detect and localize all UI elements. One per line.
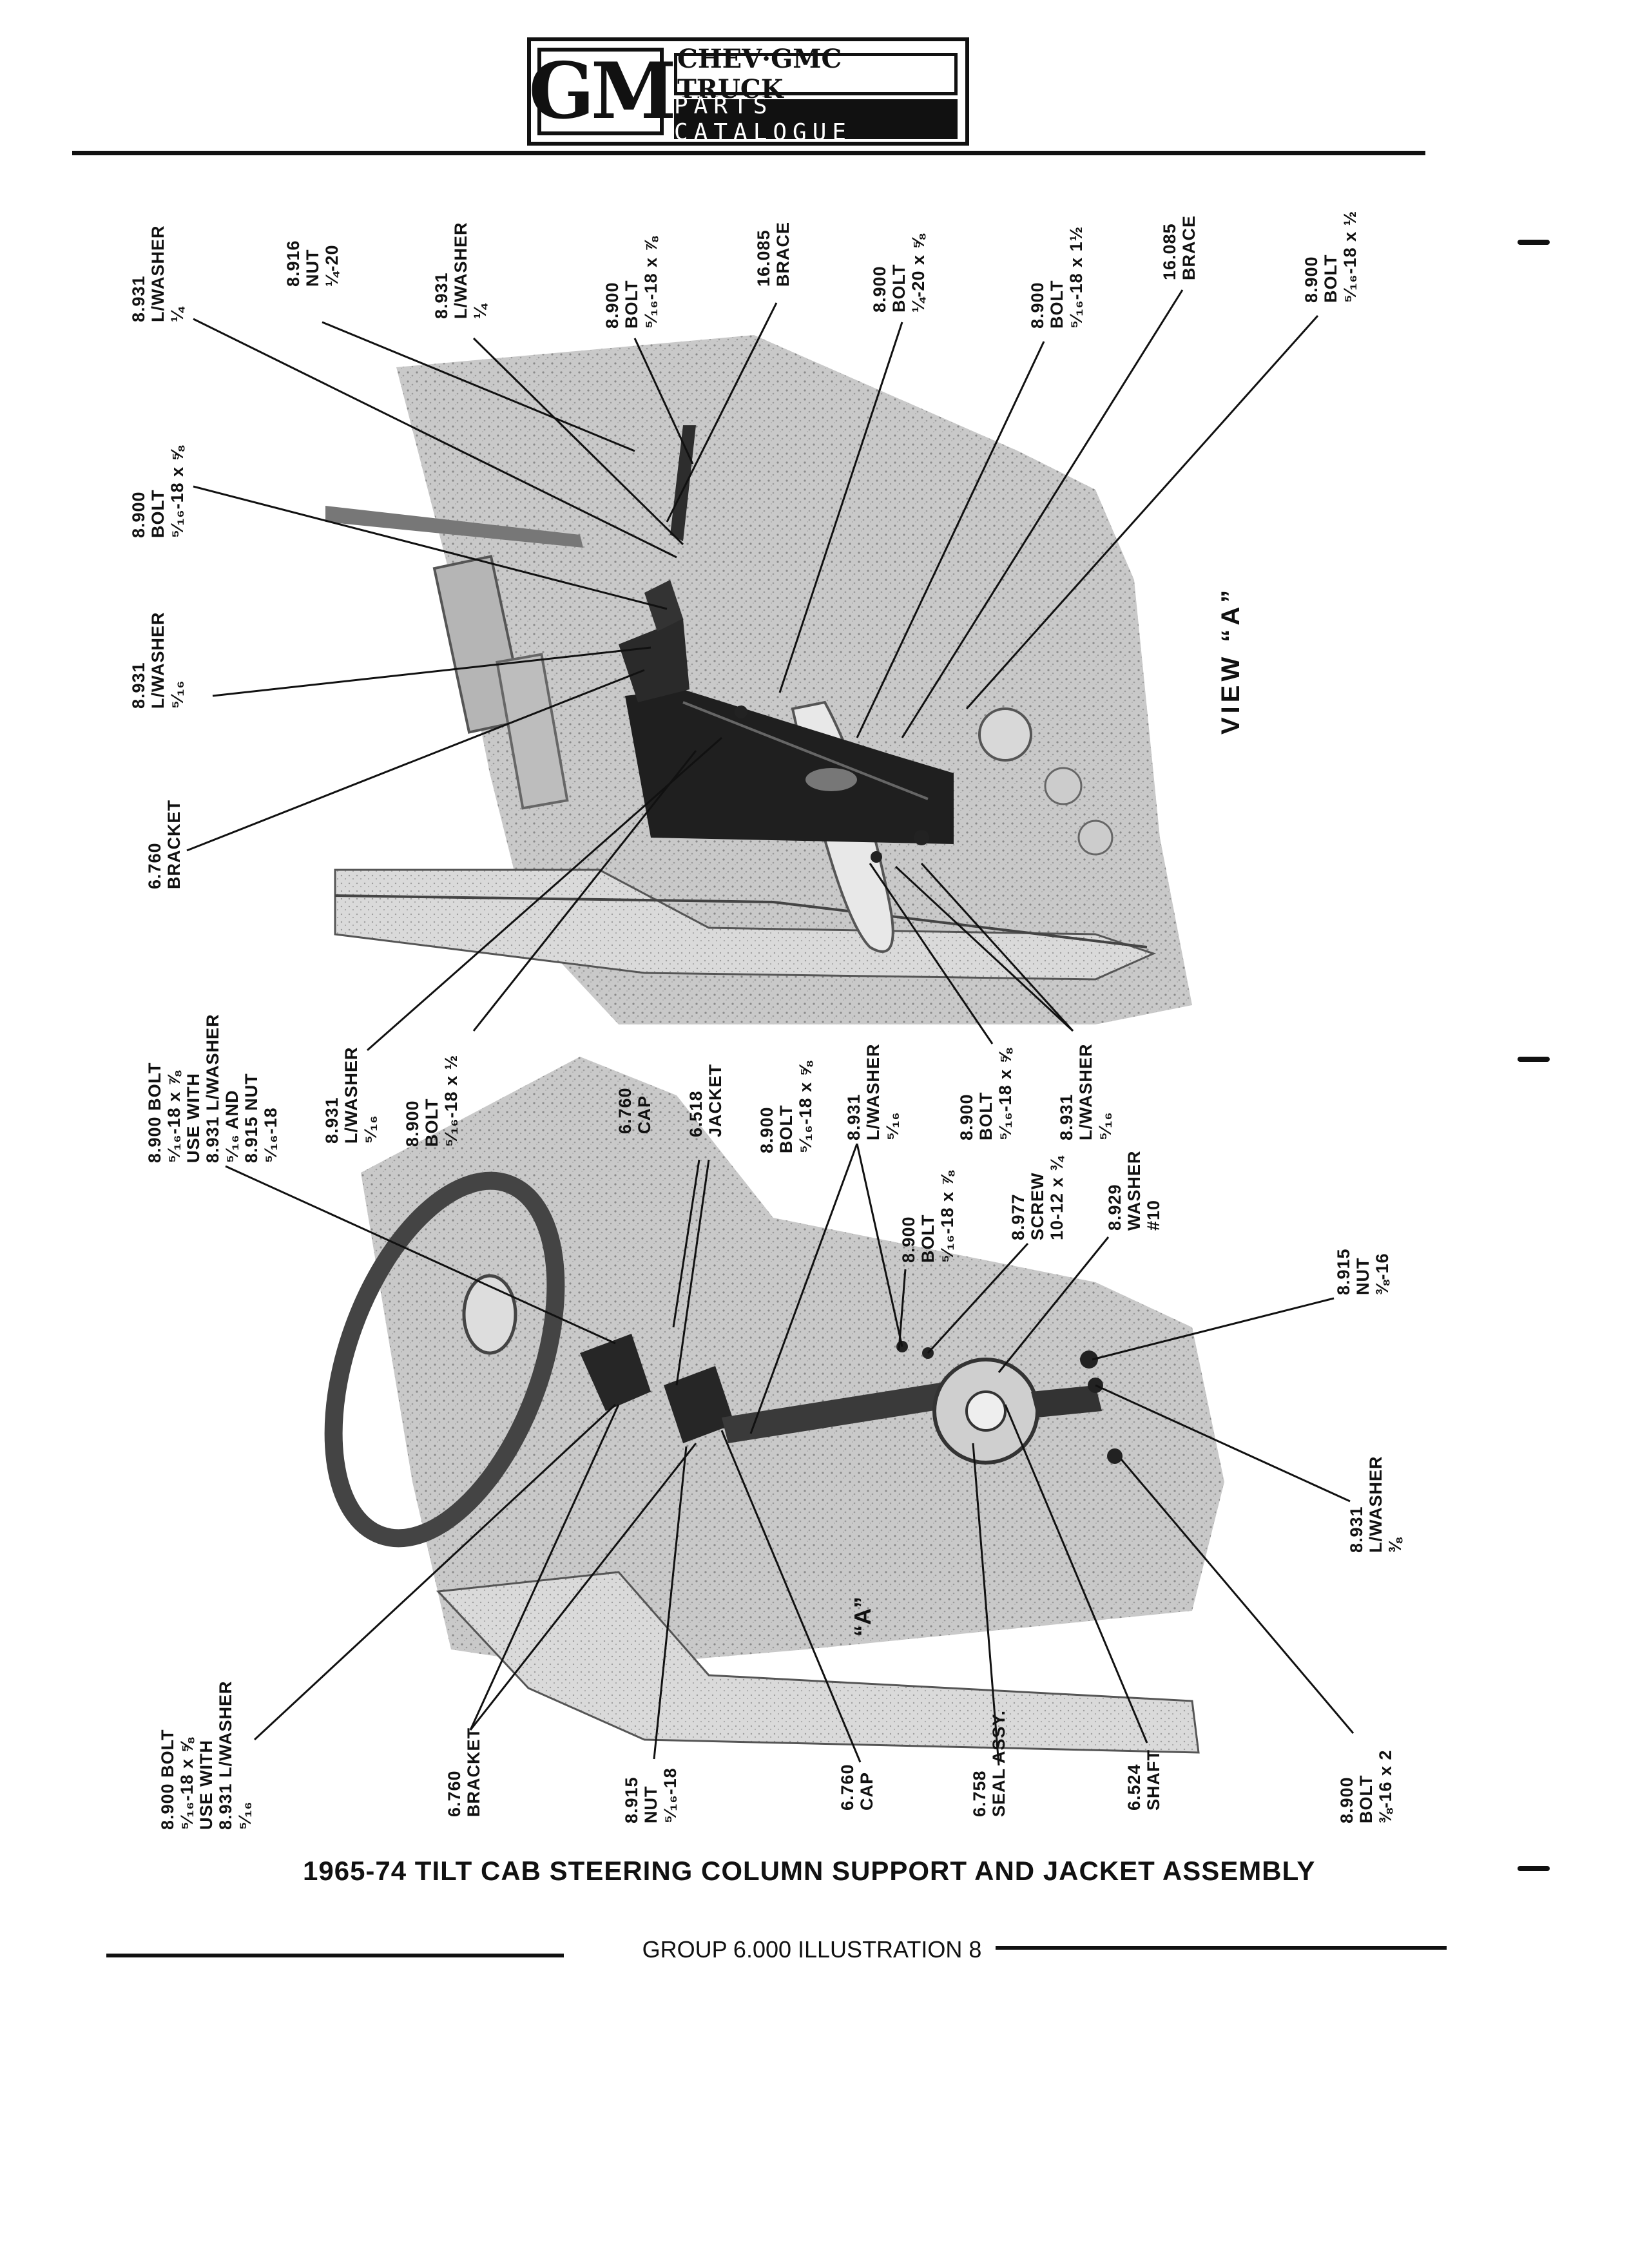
view-a-marker: “A” — [849, 1597, 876, 1637]
column-photo — [324, 1057, 1224, 1754]
footer-rule-left — [106, 1954, 564, 1957]
margin-tick — [1518, 240, 1550, 245]
margin-tick — [1518, 1057, 1550, 1062]
view-a-label: VIEW “A” — [1217, 586, 1245, 735]
margin-tick — [1518, 1866, 1550, 1871]
view-a-photo — [325, 335, 1192, 1024]
illustration-caption: 1965-74 TILT CAB STEERING COLUMN SUPPORT… — [303, 1856, 1316, 1886]
catalogue-header: GM CHEV·GMC TRUCK PARTS CATALOGUE — [0, 0, 1629, 155]
header-badge: GM CHEV·GMC TRUCK PARTS CATALOGUE — [527, 37, 969, 146]
leader-lines — [186, 289, 1354, 1766]
header-rule — [72, 151, 1425, 155]
gm-logo: GM — [528, 46, 677, 137]
group-illustration-footer: GROUP 6.000 ILLUSTRATION 8 — [642, 1936, 982, 1963]
footer-rule-right — [996, 1946, 1447, 1950]
